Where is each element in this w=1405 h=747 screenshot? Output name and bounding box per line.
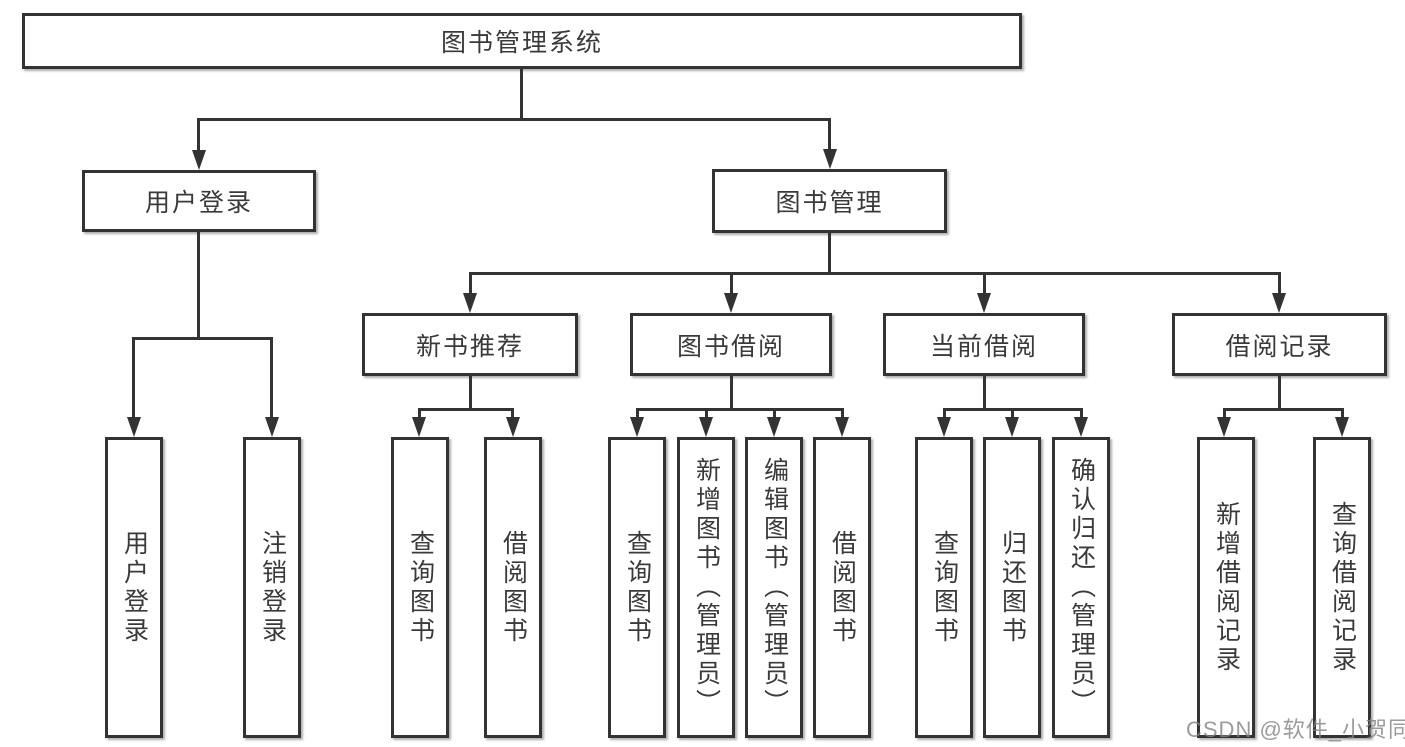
connector-new-book-recommend-bus bbox=[419, 408, 514, 411]
connector-drop-leaf-logout bbox=[270, 337, 273, 419]
leaf-return-books: 归还图书 bbox=[983, 437, 1041, 738]
leaf-user-login: 用户登录 bbox=[105, 437, 163, 738]
connector-drop-query-record bbox=[1341, 408, 1344, 419]
connector-drop-current-query bbox=[943, 408, 946, 419]
connector-drop-recommend-borrow bbox=[511, 408, 514, 419]
connector-drop-add-books bbox=[705, 408, 708, 419]
arrowhead-current-query-icon bbox=[937, 417, 951, 437]
node-book-borrowing: 图书借阅 bbox=[630, 313, 832, 376]
arrowhead-borrowing-records-icon bbox=[1272, 293, 1286, 313]
leaf-recommend-query-books: 查询图书 bbox=[391, 437, 449, 738]
connector-drop-edit-books bbox=[773, 408, 776, 419]
connector-current-borrowing-stem bbox=[983, 376, 986, 408]
connector-drop-recommend-query bbox=[418, 408, 421, 419]
node-book-borrowing-label: 图书借阅 bbox=[676, 332, 785, 361]
node-book-management: 图书管理 bbox=[712, 169, 947, 233]
connector-drop-user-login bbox=[197, 118, 200, 152]
connector-user-login-stem bbox=[197, 232, 200, 337]
arrowhead-add-record-icon bbox=[1217, 417, 1231, 437]
connector-drop-add-record bbox=[1223, 408, 1226, 419]
arrowhead-current-borrowing-icon bbox=[977, 293, 991, 313]
node-borrowing-records: 借阅记录 bbox=[1172, 313, 1387, 376]
leaf-borrowing-query-books: 查询图书 bbox=[608, 437, 666, 738]
leaf-recommend-borrow-books-label: 借阅图书 bbox=[499, 529, 528, 646]
arrowhead-leaf-logout-icon bbox=[265, 417, 279, 437]
connector-book-management-bus bbox=[470, 272, 1280, 275]
arrowhead-recommend-borrow-icon bbox=[506, 417, 520, 437]
arrowhead-book-borrowing-icon bbox=[724, 293, 738, 313]
leaf-add-books-admin: 新增图书（管理员） bbox=[677, 437, 735, 738]
node-current-borrowing-label: 当前借阅 bbox=[929, 332, 1038, 361]
arrowhead-query-record-icon bbox=[1335, 417, 1349, 437]
connector-drop-current-borrowing bbox=[983, 272, 986, 295]
leaf-add-borrow-record-label: 新增借阅记录 bbox=[1212, 500, 1241, 675]
arrowhead-add-books-icon bbox=[699, 417, 713, 437]
connector-drop-borrowing-borrow bbox=[841, 408, 844, 419]
connector-drop-return-books bbox=[1011, 408, 1014, 419]
leaf-edit-books-admin-label: 编辑图书（管理员） bbox=[760, 457, 789, 718]
csdn-watermark: CSDN @软件_小贺同学 bbox=[1186, 717, 1405, 742]
leaf-current-query-books-label: 查询图书 bbox=[930, 529, 959, 646]
connector-book-borrowing-bus bbox=[637, 408, 843, 411]
arrowhead-return-books-icon bbox=[1005, 417, 1019, 437]
connector-drop-borrowing-query bbox=[636, 408, 639, 419]
node-borrowing-records-label: 借阅记录 bbox=[1225, 332, 1334, 361]
arrowhead-borrowing-query-icon bbox=[630, 417, 644, 437]
leaf-user-login-label: 用户登录 bbox=[120, 529, 149, 646]
connector-new-book-recommend-stem bbox=[469, 376, 472, 408]
arrowhead-new-book-recommend-icon bbox=[463, 293, 477, 313]
node-current-borrowing: 当前借阅 bbox=[883, 313, 1085, 376]
leaf-query-borrow-record: 查询借阅记录 bbox=[1313, 437, 1371, 738]
connector-borrowing-records-stem bbox=[1278, 376, 1281, 408]
connector-drop-leaf-user-login bbox=[132, 337, 135, 419]
leaf-add-borrow-record: 新增借阅记录 bbox=[1197, 437, 1255, 738]
connector-drop-book-borrowing bbox=[730, 272, 733, 295]
connector-book-borrowing-stem bbox=[730, 376, 733, 408]
node-root: 图书管理系统 bbox=[22, 13, 1022, 69]
arrowhead-edit-books-icon bbox=[767, 417, 781, 437]
connector-root-bus bbox=[198, 118, 831, 121]
connector-borrowing-records-bus bbox=[1224, 408, 1343, 411]
node-user-login: 用户登录 bbox=[82, 170, 316, 232]
leaf-add-books-admin-label: 新增图书（管理员） bbox=[692, 457, 721, 718]
node-new-book-recommend: 新书推荐 bbox=[362, 313, 578, 376]
connector-book-management-stem bbox=[828, 233, 831, 272]
node-root-label: 图书管理系统 bbox=[440, 29, 603, 57]
node-new-book-recommend-label: 新书推荐 bbox=[415, 332, 524, 361]
leaf-query-borrow-record-label: 查询借阅记录 bbox=[1328, 500, 1357, 675]
leaf-logout: 注销登录 bbox=[243, 437, 301, 738]
node-user-login-label: 用户登录 bbox=[144, 189, 253, 217]
node-book-management-label: 图书管理 bbox=[775, 189, 884, 217]
leaf-borrowing-query-books-label: 查询图书 bbox=[623, 529, 652, 646]
leaf-return-books-label: 归还图书 bbox=[998, 529, 1027, 646]
connector-drop-new-book-recommend bbox=[469, 272, 472, 295]
leaf-logout-label: 注销登录 bbox=[258, 529, 287, 646]
leaf-edit-books-admin: 编辑图书（管理员） bbox=[745, 437, 803, 738]
connector-user-login-bus bbox=[133, 337, 273, 340]
leaf-borrowing-borrow-books-label: 借阅图书 bbox=[828, 529, 857, 646]
connector-drop-book-management bbox=[828, 118, 831, 150]
connector-root-stem bbox=[520, 69, 523, 118]
arrowhead-leaf-user-login-icon bbox=[127, 417, 141, 437]
leaf-recommend-borrow-books: 借阅图书 bbox=[484, 437, 542, 738]
connector-drop-borrowing-records bbox=[1278, 272, 1281, 295]
leaf-borrowing-borrow-books: 借阅图书 bbox=[813, 437, 871, 738]
connector-drop-confirm-return bbox=[1080, 408, 1083, 419]
leaf-confirm-return-admin: 确认归还（管理员） bbox=[1052, 437, 1110, 738]
leaf-current-query-books: 查询图书 bbox=[915, 437, 973, 738]
arrowhead-recommend-query-icon bbox=[412, 417, 426, 437]
arrowhead-borrowing-borrow-icon bbox=[835, 417, 849, 437]
arrowhead-book-management-icon bbox=[823, 149, 837, 169]
leaf-confirm-return-admin-label: 确认归还（管理员） bbox=[1067, 457, 1096, 718]
arrowhead-confirm-return-icon bbox=[1074, 417, 1088, 437]
arrowhead-user-login-icon bbox=[192, 150, 206, 170]
leaf-recommend-query-books-label: 查询图书 bbox=[406, 529, 435, 646]
